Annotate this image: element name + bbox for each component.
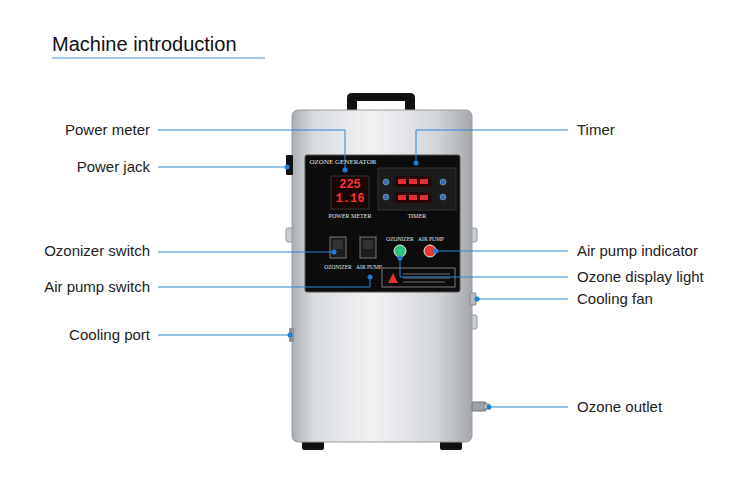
warning-icon: [388, 273, 398, 283]
timer-display: [395, 192, 431, 203]
callout-label: Timer: [577, 122, 615, 139]
timer-display: [395, 176, 431, 187]
panel-label: AIR PUMP: [418, 236, 444, 242]
panel-label: TIMER: [408, 213, 427, 220]
callout-label: Cooling fan: [577, 291, 653, 308]
callout-label: Power meter: [65, 122, 150, 139]
callout-label: Air pump switch: [44, 279, 150, 296]
handle: [347, 93, 415, 112]
ozonizer-switch: [330, 237, 346, 258]
switch-rocker: [333, 240, 343, 249]
panel-label: AIR PUMP: [356, 264, 382, 270]
meter-reading: 225: [339, 179, 361, 192]
switch-rocker: [363, 240, 373, 249]
callout-label: Ozonizer switch: [44, 243, 150, 260]
callout-label: Ozone outlet: [577, 399, 662, 416]
timer-digits: [398, 179, 428, 200]
panel-title: OZONE GENERATOR: [310, 159, 377, 167]
callout-label: Power jack: [77, 159, 150, 176]
title-underline: [52, 58, 265, 59]
meter-reading: 1.16: [336, 193, 365, 206]
power-meter-display: [331, 176, 369, 209]
warning-lines: [403, 274, 450, 282]
callout-label: Cooling port: [69, 327, 150, 344]
air-pump-switch: [360, 237, 376, 258]
callout-label: Ozone display light: [577, 269, 704, 286]
panel-label: POWER METER: [329, 213, 372, 220]
leader-dots: [285, 161, 492, 410]
leader-lines: [158, 130, 568, 407]
panel-label: OZONIZER: [324, 264, 352, 270]
callout-label: Air pump indicator: [577, 243, 698, 260]
panel-label: OZONIZER: [386, 236, 414, 242]
timer-buttons: [383, 179, 446, 200]
housing: [292, 110, 472, 442]
ozone-light: [394, 245, 406, 257]
control-panel: [305, 155, 460, 292]
diagram-title: Machine introduction: [52, 33, 237, 55]
timer-panel: [378, 168, 456, 210]
